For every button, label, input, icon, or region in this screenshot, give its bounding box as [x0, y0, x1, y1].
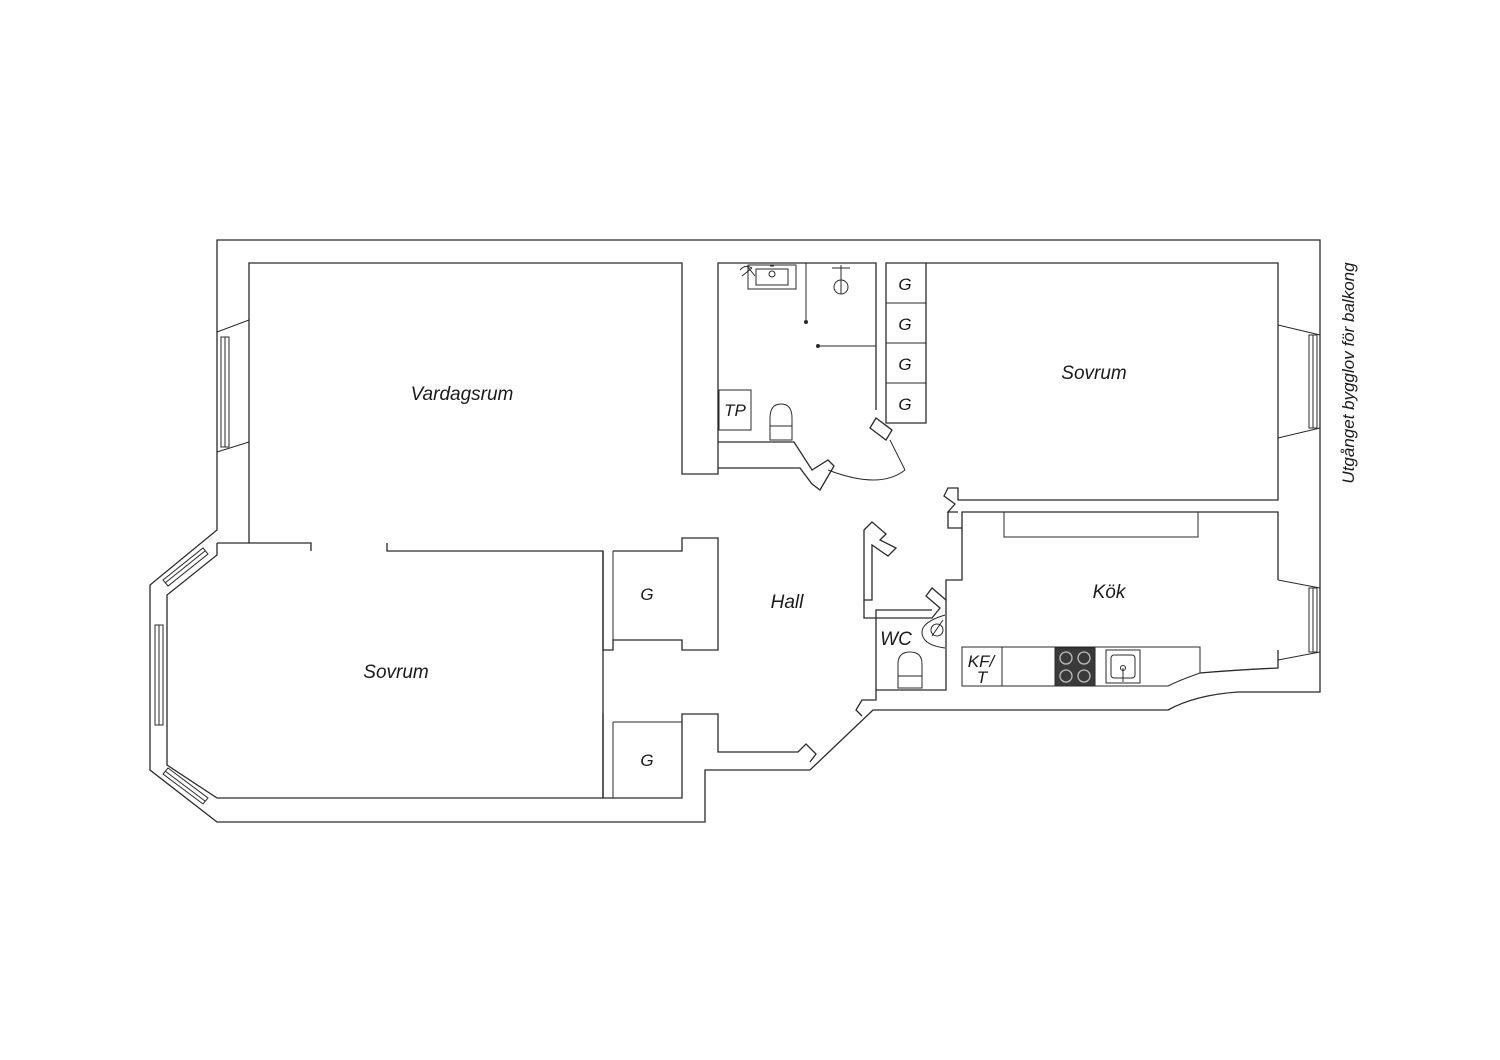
windows	[154, 319, 1321, 805]
storage-label: G	[898, 275, 911, 294]
kitchen-fixtures	[1054, 647, 1141, 687]
doors	[827, 439, 906, 481]
laundry-label: TP	[724, 401, 746, 420]
kf-label-line2: T	[977, 668, 989, 687]
room-labels: Vardagsrum Sovrum Sovrum Hall Kök WC	[363, 363, 1127, 683]
bathroom-fixtures	[718, 263, 876, 441]
hall-label: Hall	[771, 592, 805, 613]
inner-walls	[166, 262, 1279, 799]
bedroom-bottom-left-label: Sovrum	[363, 662, 428, 683]
storage-label: G	[898, 315, 911, 334]
bedroom-top-right-label: Sovrum	[1061, 363, 1126, 384]
living-room-label: Vardagsrum	[411, 384, 514, 405]
kf-label-line1: KF/	[968, 652, 997, 671]
hall-storage-label: G	[640, 585, 653, 604]
balcony-permit-note: Utgånget bygglov för balkong	[1339, 262, 1358, 484]
storage-label: G	[898, 355, 911, 374]
outer-walls	[149, 239, 1321, 823]
wc-label: WC	[880, 629, 912, 650]
fixture-labels: G G G G G G TP KF/ T	[640, 275, 996, 770]
wc-fixtures	[897, 614, 946, 689]
storage-label: G	[898, 395, 911, 414]
hall-storage-label: G	[640, 751, 653, 770]
kitchen-label: Kök	[1093, 582, 1127, 603]
